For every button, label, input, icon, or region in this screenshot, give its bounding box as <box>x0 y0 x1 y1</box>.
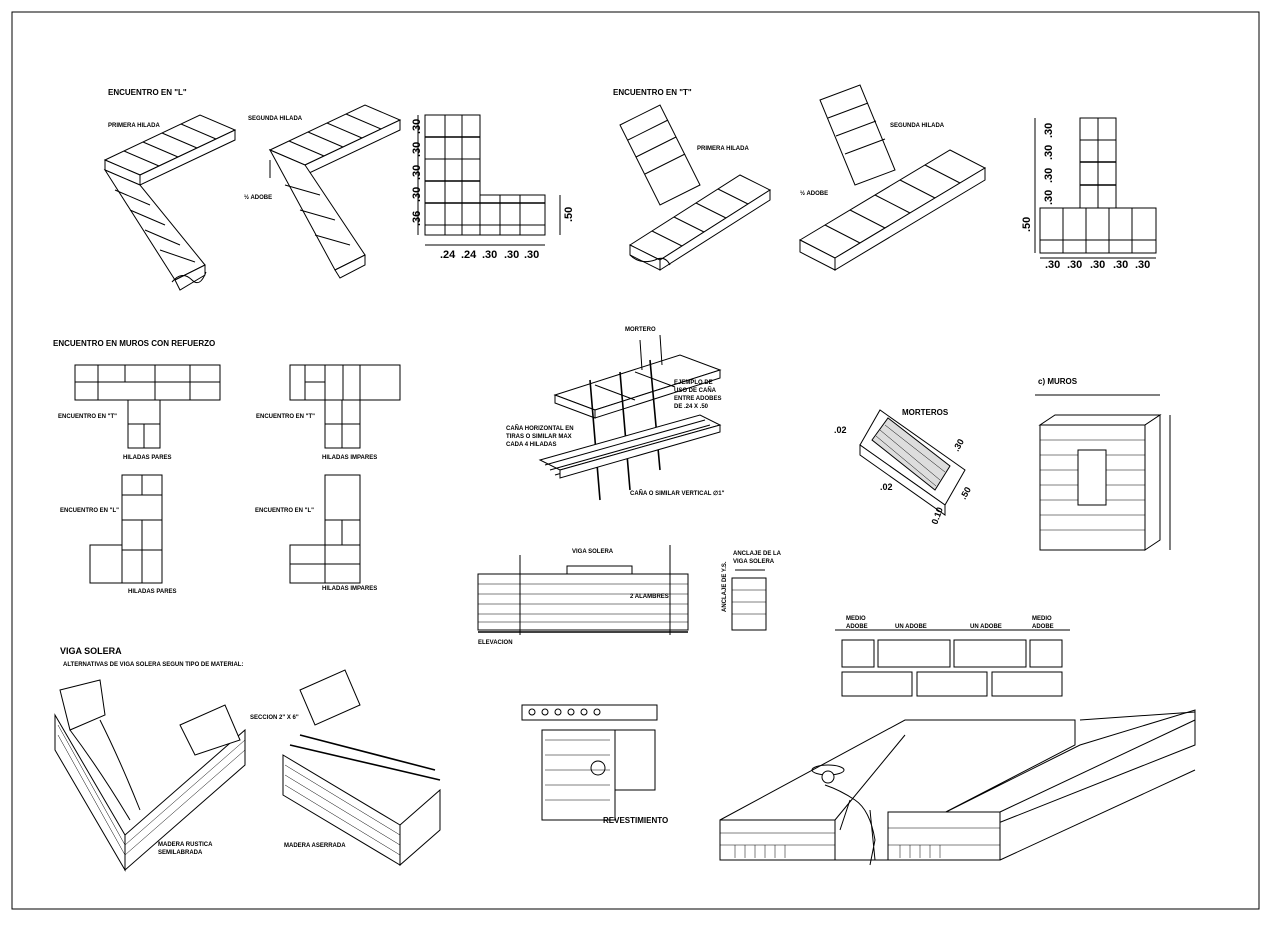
cana-detail <box>538 334 722 501</box>
t-dim-h-1: .30 <box>1045 259 1060 271</box>
adobe-bricks <box>841 639 1063 697</box>
l-dim-h-3: .30 <box>482 249 497 261</box>
medio-adobe-right-1: MEDIO <box>1032 616 1052 622</box>
refuerzo-t-pares <box>74 364 221 449</box>
morteros-detail <box>859 409 966 516</box>
l-dim-v-4: .30 <box>411 187 423 202</box>
t-dim-h-4: .30 <box>1113 259 1128 271</box>
elevacion-label: ELEVACION <box>478 640 513 646</box>
primera-hilada-label-t: PRIMERA HILADA <box>697 146 749 152</box>
l-dim-v-3: .30 <box>411 165 423 180</box>
t-dim-v-2: .30 <box>1043 145 1055 160</box>
medio-adobe-right-2: ADOBE <box>1032 624 1054 630</box>
morteros-dim-4: .50 <box>958 485 973 501</box>
morteros-dim-5: 0.10 <box>929 506 944 526</box>
viga-solera-title: VIGA SOLERA <box>60 646 122 656</box>
refuerzo-l-label-2: ENCUENTRO EN "L" <box>255 508 314 514</box>
l-dim-right: .50 <box>563 207 575 222</box>
t-plan-grid <box>1034 117 1157 259</box>
segunda-hilada-label-t: SEGUNDA HILADA <box>890 123 945 129</box>
mortero-label: MORTERO <box>625 327 656 333</box>
seccion-label: SECCION 2" X 6" <box>250 715 299 721</box>
cana-horizontal-3: CADA 4 HILADAS <box>506 442 556 448</box>
madera-rustica-2: SEMILABRADA <box>158 850 203 856</box>
refuerzo-l-label-1: ENCUENTRO EN "L" <box>60 508 119 514</box>
t-dim-v-bottom: .50 <box>1021 217 1033 232</box>
l-dim-h-5: .30 <box>524 249 539 261</box>
morteros-dim-1: .02 <box>834 425 847 435</box>
anclaje-1: ANCLAJE DE LA <box>733 551 782 557</box>
iso-t-primera <box>619 104 772 271</box>
un-adobe-2: UN ADOBE <box>970 624 1002 630</box>
un-adobe-1: UN ADOBE <box>895 624 927 630</box>
morteros-dim-3: .30 <box>951 437 966 453</box>
l-dim-v-2: .30 <box>411 142 423 157</box>
viga-aserrada <box>282 669 441 867</box>
muros-title: c) MUROS <box>1038 377 1078 386</box>
hiladas-impares-1: HILADAS IMPARES <box>322 455 377 461</box>
hiladas-impares-2: HILADAS IMPARES <box>322 586 377 592</box>
t-dim-v-1: .30 <box>1043 123 1055 138</box>
primera-hilada-label: PRIMERA HILADA <box>108 123 160 129</box>
morteros-title: MORTEROS <box>902 408 949 417</box>
ejemplo-uso-3: ENTRE ADOBES <box>674 396 721 402</box>
anclaje-side: ANCLAJE DE Y.S. <box>722 561 728 612</box>
segunda-hilada-label-l: SEGUNDA HILADA <box>248 116 303 122</box>
refuerzo-t-label-2: ENCUENTRO EN "T" <box>256 414 315 420</box>
t-dim-v-3: .30 <box>1043 168 1055 183</box>
medio-adobe-left-1: MEDIO <box>846 616 866 622</box>
cana-vertical-label: CAÑA O SIMILAR VERTICAL ∅1" <box>630 490 725 497</box>
hiladas-pares-2: HILADAS PARES <box>128 589 177 595</box>
revestimiento-detail <box>521 704 658 821</box>
anclaje-2: VIGA SOLERA <box>733 559 775 565</box>
cana-horizontal-2: TIRAS O SIMILAR MAX <box>506 434 572 440</box>
l-dim-h-2: .24 <box>461 249 477 261</box>
l-dim-h-1: .24 <box>440 249 456 261</box>
t-dim-h-3: .30 <box>1090 259 1105 271</box>
viga-rustica <box>54 679 246 872</box>
adobe-label-l: ½ ADOBE <box>244 194 272 201</box>
encuentro-l-title: ENCUENTRO EN "L" <box>108 88 187 97</box>
sheet-border <box>11 11 1260 910</box>
adobe-label-t: ½ ADOBE <box>800 190 828 197</box>
t-dim-h-5: .30 <box>1135 259 1150 271</box>
ejemplo-uso-1: EJEMPLO DE <box>674 380 713 386</box>
l-plan-grid <box>417 114 561 246</box>
madera-aserrada-label: MADERA ASERRADA <box>284 843 346 849</box>
refuerzo-title: ENCUENTRO EN MUROS CON REFUERZO <box>53 339 215 348</box>
refuerzo-l-pares <box>89 474 163 584</box>
l-dim-v-1: .30 <box>411 119 423 134</box>
hiladas-pares-1: HILADAS PARES <box>123 455 172 461</box>
anclaje-column <box>731 569 767 631</box>
t-dim-h-2: .30 <box>1067 259 1082 271</box>
refuerzo-t-label-1: ENCUENTRO EN "T" <box>58 414 117 420</box>
elevacion-wall <box>477 545 689 635</box>
encuentro-t-title: ENCUENTRO EN "T" <box>613 88 692 97</box>
ejemplo-uso-2: USO DE CAÑA <box>674 387 717 394</box>
cana-horizontal-1: CAÑA HORIZONTAL EN <box>506 425 574 432</box>
muros-wall <box>1035 394 1171 551</box>
iso-l-segunda <box>268 104 402 279</box>
isometric-foundation <box>719 709 1196 866</box>
alambres-label: 2 ALAMBRES <box>630 594 669 600</box>
iso-t-segunda <box>798 84 987 271</box>
refuerzo-t-impares <box>289 364 401 449</box>
morteros-dim-2: .02 <box>880 482 893 492</box>
refuerzo-l-impares <box>289 474 361 584</box>
medio-adobe-left-2: ADOBE <box>846 624 868 630</box>
iso-l-primera <box>103 114 237 291</box>
t-dim-v-4: .30 <box>1043 190 1055 205</box>
l-dim-h-4: .30 <box>504 249 519 261</box>
madera-rustica-1: MADERA RUSTICA <box>158 842 213 848</box>
revestimiento-label: REVESTIMIENTO <box>603 816 668 825</box>
l-dim-v-bottom: .36 <box>411 211 423 226</box>
viga-solera-label: VIGA SOLERA <box>572 549 614 555</box>
ejemplo-uso-4: DE .24 X .50 <box>674 404 709 410</box>
alternativas-label: ALTERNATIVAS DE VIGA SOLERA SEGUN TIPO D… <box>63 662 243 668</box>
